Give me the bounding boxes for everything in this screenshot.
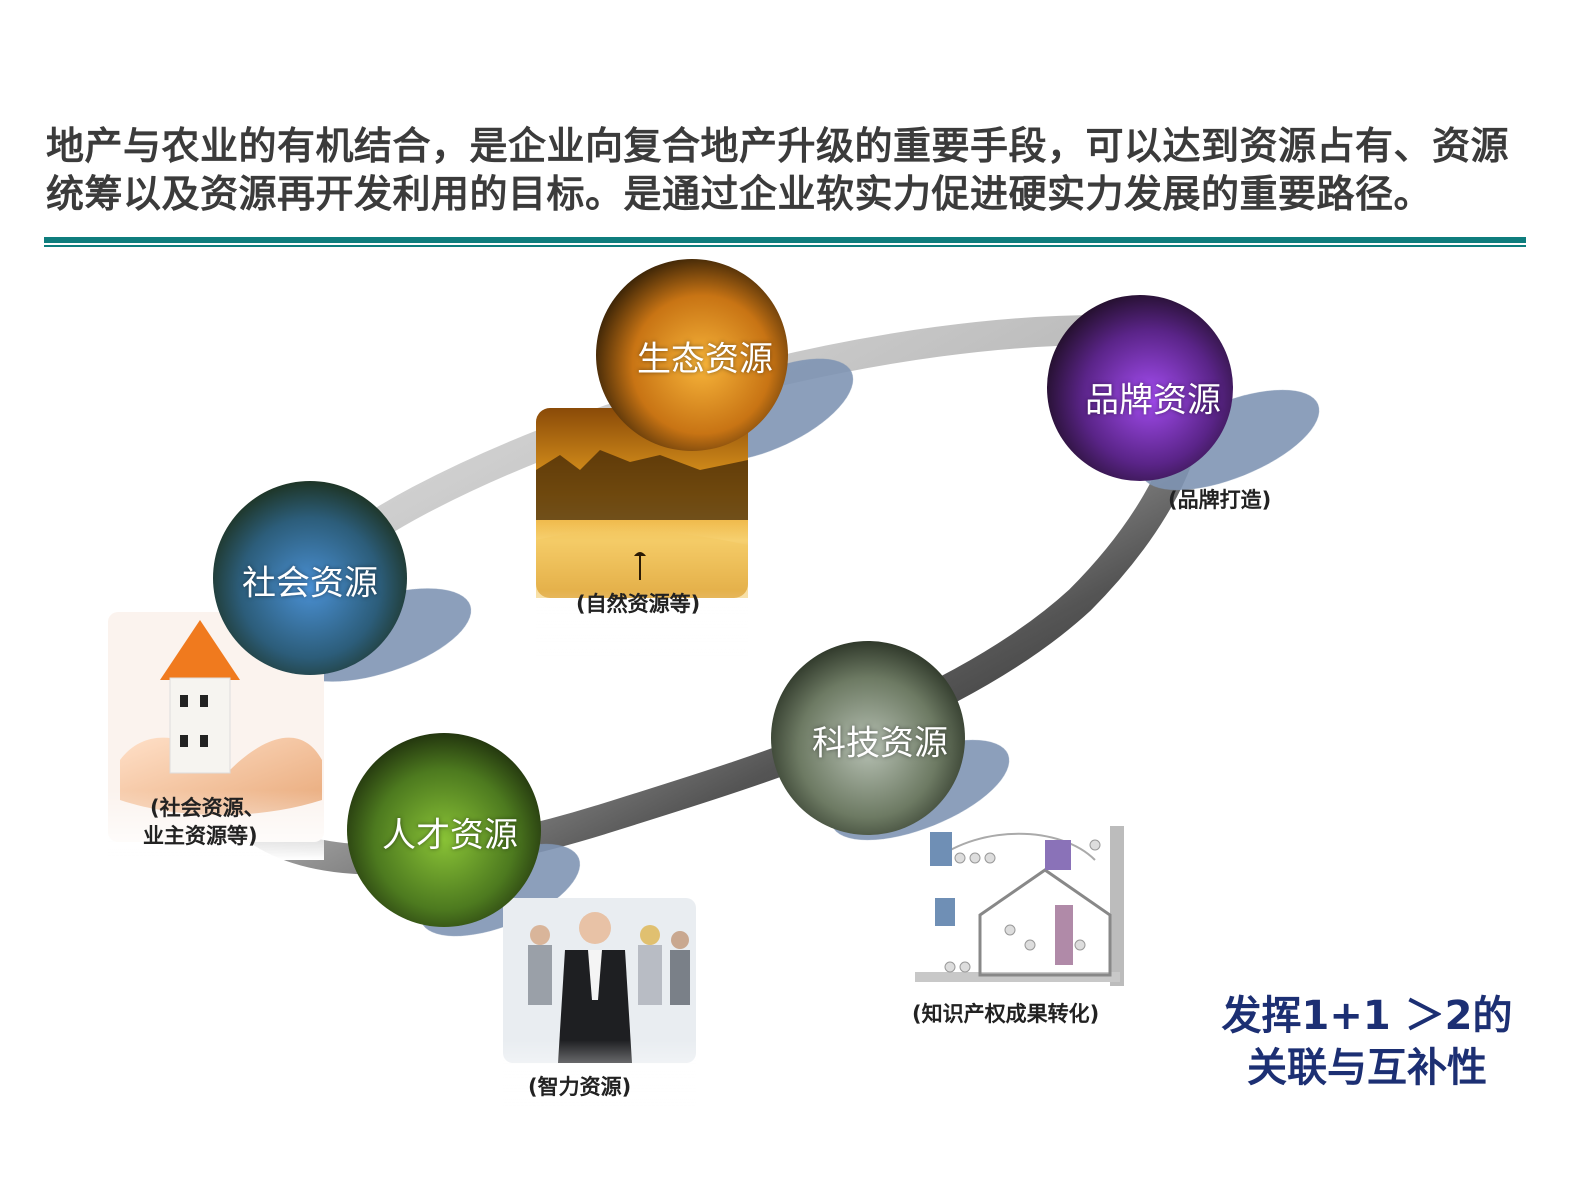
conclusion-text: 发挥1+1 ＞2的 关联与互补性 bbox=[1212, 990, 1522, 1094]
node-label-tech: 科技资源 bbox=[812, 723, 948, 764]
headline: 地产与农业的有机结合，是企业向复合地产升级的重要手段，可以达到资源占有、资源 统… bbox=[46, 122, 1546, 218]
headline-line-2: 统筹以及资源再开发利用的目标。是通过企业软实力促进硬实力发展的重要路径。 bbox=[46, 172, 1433, 216]
node-social bbox=[213, 481, 407, 675]
node-brand bbox=[1047, 295, 1233, 481]
conclusion-line-1: 发挥1+1 ＞2的 bbox=[1221, 993, 1513, 1039]
node-label-ecology: 生态资源 bbox=[637, 339, 773, 380]
caption-brand: (品牌打造) bbox=[1168, 488, 1272, 512]
caption-social: (社会资源、 业主资源等) bbox=[143, 794, 265, 850]
node-label-social: 社会资源 bbox=[242, 563, 378, 604]
headline-line-1: 地产与农业的有机结合，是企业向复合地产升级的重要手段，可以达到资源占有、资源 bbox=[46, 124, 1510, 168]
node-label-brand: 品牌资源 bbox=[1085, 380, 1221, 421]
divider-rule bbox=[44, 237, 1526, 243]
node-ecology bbox=[596, 259, 788, 451]
node-talent bbox=[347, 733, 541, 927]
business-people-photo bbox=[503, 898, 696, 1110]
caption-talent: (智力资源) bbox=[528, 1075, 632, 1099]
caption-social-line-1: (社会资源、 bbox=[150, 796, 265, 820]
divider-rule-thin bbox=[44, 245, 1526, 247]
house-in-hands-photo bbox=[108, 612, 324, 860]
caption-ecology: (自然资源等) bbox=[576, 592, 701, 616]
caption-social-line-2: 业主资源等) bbox=[143, 824, 258, 848]
sunset-photo bbox=[536, 408, 748, 660]
node-tech bbox=[771, 641, 965, 835]
smart-home-diagram bbox=[915, 826, 1124, 986]
caption-tech: (知识产权成果转化) bbox=[912, 1002, 1100, 1026]
conclusion-line-2: 关联与互补性 bbox=[1247, 1045, 1487, 1091]
node-label-talent: 人才资源 bbox=[382, 815, 518, 856]
